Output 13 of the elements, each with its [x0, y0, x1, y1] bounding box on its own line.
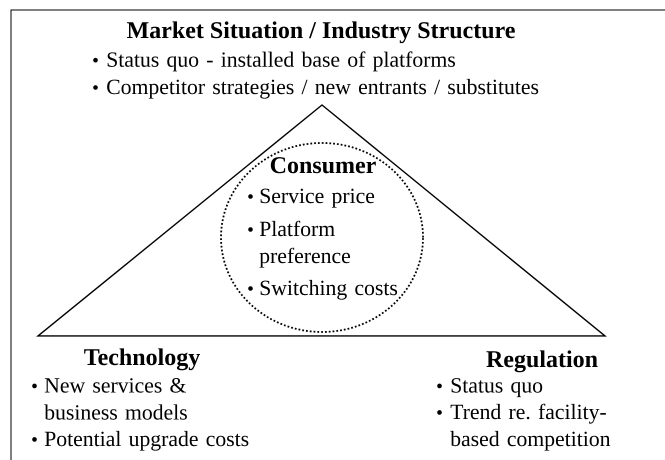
bullet-text: Potential upgrade costs — [44, 430, 248, 451]
bullet-text: New services & business models — [44, 378, 187, 420]
bullet-text: Competitor strategies / new entrants / substitutes — [107, 78, 538, 99]
heading: Regulation — [486, 350, 598, 372]
heading: Consumer — [270, 157, 376, 174]
bullet-text: Status quo - installed base of platforms — [108, 51, 455, 72]
bullet-text: Platform preference — [260, 220, 350, 268]
heading: Technology — [84, 348, 200, 370]
bullet-text: Switching costs — [260, 280, 398, 300]
heading: Market Situation / Industry Structure — [126, 21, 515, 44]
bullet-text: Service price — [260, 188, 374, 208]
bullet-text: Trend re. facility-based competition — [450, 404, 610, 451]
bullet-text: Status quo — [452, 378, 542, 398]
